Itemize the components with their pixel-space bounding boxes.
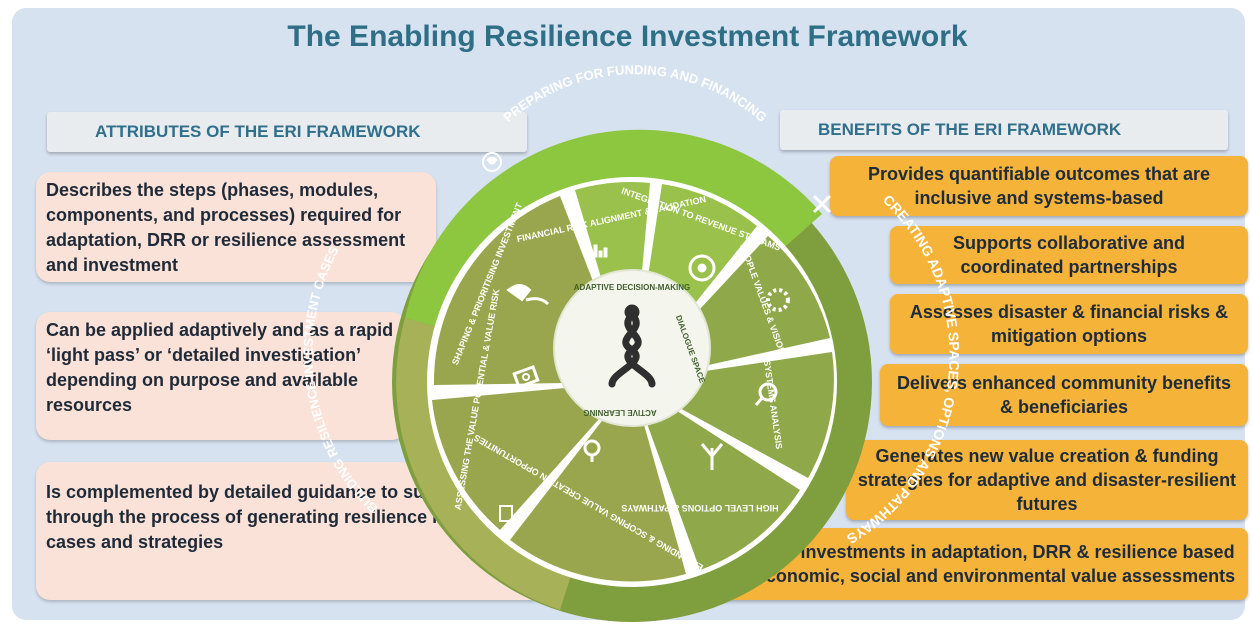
benefit-text-2: Supports collaborative and coordinated p…: [952, 233, 1186, 277]
magnifier-icon: [754, 382, 778, 406]
ring-label-top-text: PREPARING FOR FUNDING AND FINANCING: [500, 62, 769, 125]
camera-icon: [512, 365, 540, 389]
attribute-text-1: Describes the steps (phases, modules, co…: [46, 180, 406, 275]
benefit-item-3: Assesses disaster & financial risks & mi…: [890, 294, 1248, 354]
attribute-item-1: Describes the steps (phases, modules, co…: [36, 172, 436, 282]
benefit-item-6: Informs investments in adaptation, DRR &…: [716, 528, 1248, 600]
attributes-header-label: ATTRIBUTES OF THE ERI FRAMEWORK: [95, 122, 421, 141]
bulb-icon: [583, 439, 601, 462]
segment-assessing-value: [432, 382, 632, 530]
benefit-item-1: Provides quantifiable outcomes that are …: [830, 156, 1248, 216]
page-title: The Enabling Resilience Investment Frame…: [287, 20, 968, 53]
attribute-text-2: Can be applied adaptively and as a rapid…: [46, 320, 394, 415]
hands-icon: [506, 284, 550, 306]
dots-circle-icon: [766, 288, 790, 312]
ring-label-left-text: BUILDING RESILIENCE INVESTMENT CASES: [301, 243, 381, 515]
target-icon: [688, 254, 716, 282]
benefit-text-4: Delivers enhanced community benefits & b…: [896, 373, 1232, 417]
attribute-item-2: Can be applied adaptively and as a rapid…: [36, 312, 406, 440]
segment-expanding-scoping: [510, 382, 686, 582]
center-label-decision: ADAPTIVE DECISION-MAKING: [574, 283, 690, 292]
heart-hands-icon: [482, 152, 502, 172]
benefits-header: BENEFITS OF THE ERI FRAMEWORK: [780, 110, 1228, 150]
ring-label-left: BUILDING RESILIENCE INVESTMENT CASES: [301, 243, 381, 515]
center-label-active: ACTIVE LEARNING: [583, 408, 656, 417]
attribute-text-3: Is complemented by detailed guidance to …: [46, 482, 528, 552]
segment-high-level-options: [632, 382, 800, 570]
benefit-item-5: Generates new value creation & funding s…: [846, 440, 1248, 520]
benefit-item-2: Supports collaborative and coordinated p…: [890, 226, 1248, 284]
benefit-item-4: Delivers enhanced community benefits & b…: [880, 364, 1248, 426]
benefits-header-label: BENEFITS OF THE ERI FRAMEWORK: [818, 120, 1122, 139]
attributes-header: ATTRIBUTES OF THE ERI FRAMEWORK: [47, 112, 527, 152]
cross-arrows-icon: [812, 194, 832, 214]
bar-chart-icon: [593, 244, 608, 258]
benefit-text-6: Informs investments in adaptation, DRR &…: [728, 542, 1236, 586]
pathway-icon: [700, 443, 724, 470]
benefit-text-1: Provides quantifiable outcomes that are …: [867, 164, 1211, 208]
segment-label-5: HIGH LEVEL OPTIONS & PATHWAYS: [621, 503, 778, 513]
ring-label-top: PREPARING FOR FUNDING AND FINANCING: [500, 62, 769, 125]
benefit-text-5: Generates new value creation & funding s…: [857, 446, 1237, 514]
benefit-text-3: Assesses disaster & financial risks & mi…: [909, 302, 1229, 346]
helix-logo: [608, 304, 656, 388]
document-icon: [499, 505, 513, 522]
